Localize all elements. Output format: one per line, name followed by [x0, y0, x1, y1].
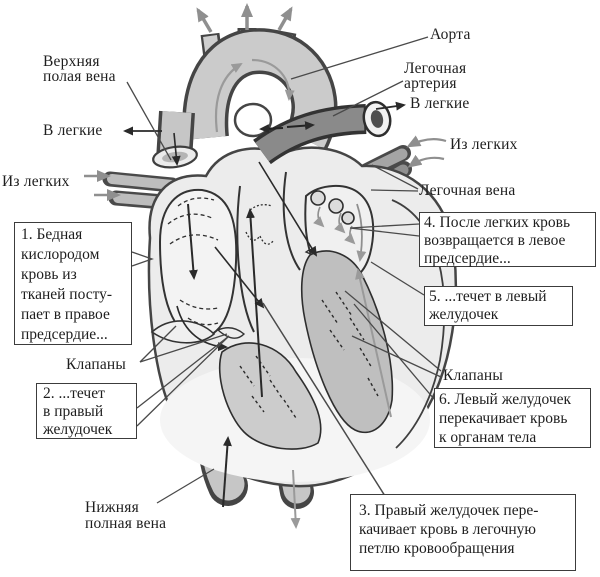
label-pulmonary-artery: Легочная артерия: [404, 60, 467, 92]
right-atrium: [158, 188, 238, 340]
label-pulmonary-vein: Легочная вена: [419, 182, 516, 199]
upward-flow-arrows-icon: [196, 3, 293, 33]
to-lungs-right-arrow-icon: [375, 101, 406, 111]
left-ventricle-up-arrow-icon: [355, 268, 392, 418]
label-from-lungs-left: Из легких: [2, 173, 70, 190]
label-to-lungs-left: В легкие: [43, 122, 103, 139]
step-box-6: 6. Левый желудочек перекачивает кровь к …: [434, 388, 591, 448]
step-box-1: 1. Бедная кислородом кровь из тканей пос…: [14, 222, 132, 345]
descending-aorta-down-arrow-icon: [290, 469, 301, 529]
from-lungs-right-arrows-icon: [406, 135, 447, 168]
label-valves-right: Клапаны: [443, 367, 504, 384]
ivc-up-arrow-icon: [222, 436, 232, 508]
pulmonary-artery-vessel: [253, 100, 392, 165]
label-aorta: Аорта: [430, 26, 471, 43]
right-atrium-down-arrow-icon: [187, 203, 198, 280]
from-lungs-left-arrows-icon: [84, 170, 121, 201]
ventricles: [218, 250, 394, 450]
leader-lines: [126, 36, 442, 504]
step-box-5: 5. ...течет в левый желудочек: [424, 286, 573, 326]
svc-inflow-arrow-icon: [171, 132, 181, 166]
label-inferior-vena-cava: Нижняя полная вена: [85, 499, 167, 532]
atrium-to-ventricle-curve-arrow-icon: [176, 305, 228, 352]
label-to-lungs-right: В легкие: [410, 95, 470, 112]
step-box-4: 4. После легких кровь возвращается в лев…: [419, 212, 596, 267]
label-from-lungs-right: Из легких: [450, 136, 518, 153]
right-ventricle-up-arrow-icon: [246, 208, 263, 398]
step-box-3: 3. Правый желудочек пере- качивает кровь…: [350, 494, 576, 571]
label-superior-vena-cava: Верхняя полая вена: [43, 53, 116, 85]
mitral-flow-arrow-icon: [258, 161, 318, 257]
step-box-2: 2. ...течет в правый желудочек: [36, 383, 137, 439]
label-valves-left: Клапаны: [66, 356, 127, 373]
flow-arrows: [84, 3, 447, 529]
